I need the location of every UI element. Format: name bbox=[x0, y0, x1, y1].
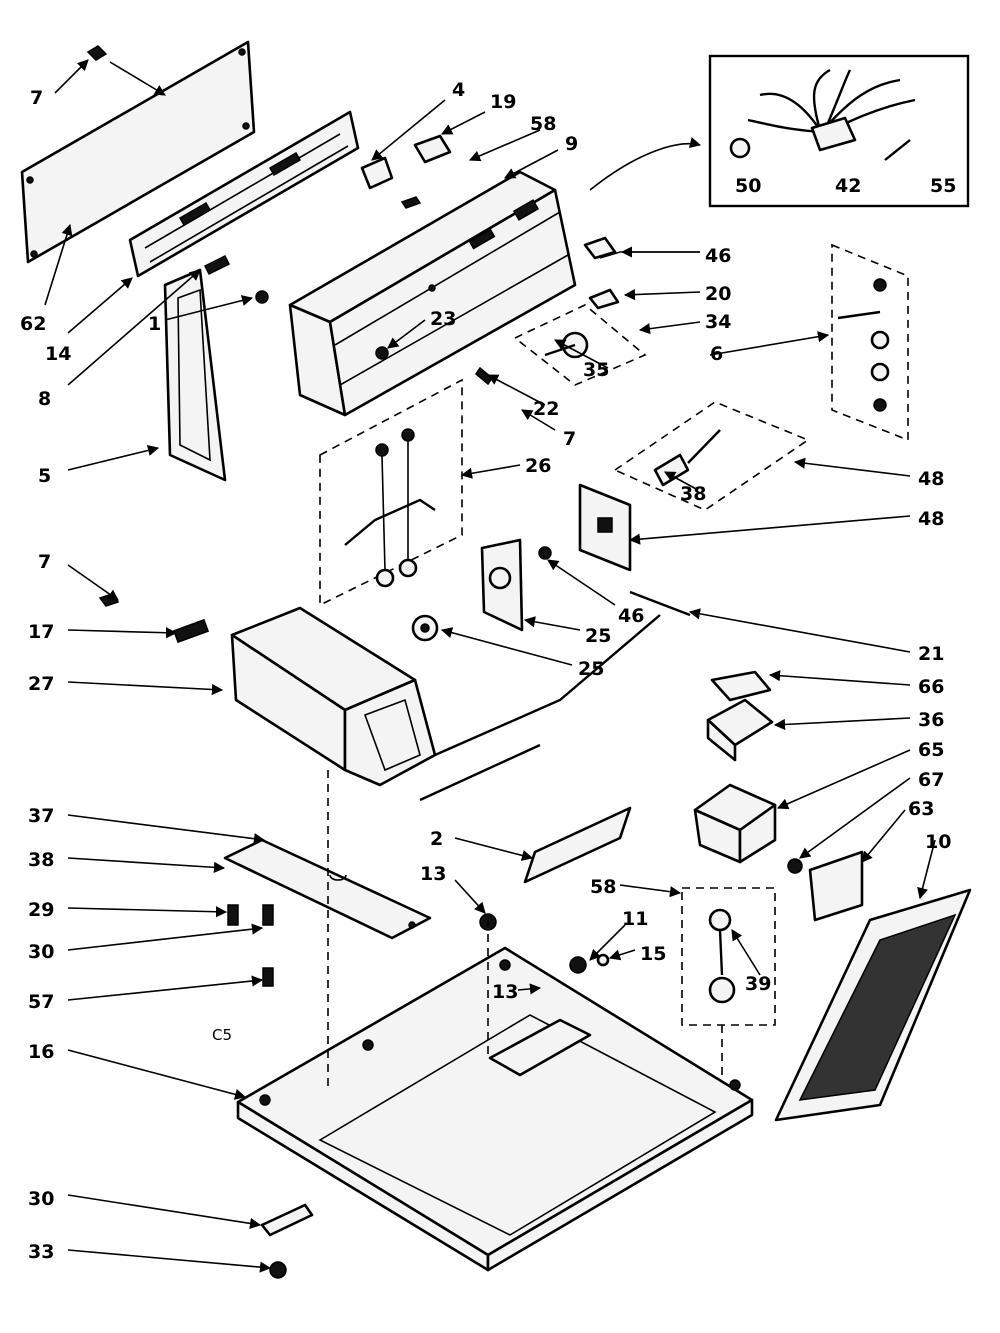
lint-housing bbox=[230, 606, 661, 802]
callout-30-b: 33 bbox=[28, 1241, 54, 1263]
screw-15 bbox=[596, 953, 610, 967]
callout-26: 27 bbox=[28, 673, 54, 695]
callout-6: 5 bbox=[38, 465, 51, 487]
callout-35: 37 bbox=[28, 805, 54, 827]
clip-66 bbox=[710, 670, 772, 702]
terminal-block-group bbox=[831, 243, 909, 442]
rear-panel bbox=[20, 40, 256, 264]
fastener-41 bbox=[538, 546, 552, 560]
callout-7-c: 7 bbox=[38, 551, 51, 573]
callout-46: 48 bbox=[918, 508, 944, 530]
callout-63: 63 bbox=[908, 798, 934, 820]
callout-4: 4 bbox=[452, 79, 465, 101]
callout-labels: 7 62 14 1 8 5 4 19 58 9 23 50 42 55 46 2… bbox=[20, 79, 956, 1263]
callout-9: 9 bbox=[565, 133, 578, 155]
plate-2 bbox=[523, 806, 632, 884]
callout-33: 34 bbox=[705, 311, 731, 333]
plate-63 bbox=[808, 850, 864, 922]
callout-10: 10 bbox=[925, 831, 951, 853]
screw-8 bbox=[203, 254, 231, 276]
control-console bbox=[288, 170, 577, 417]
callout-34: 35 bbox=[583, 359, 609, 381]
callout-48: 50 bbox=[735, 175, 761, 197]
igniter-group bbox=[613, 401, 810, 511]
callout-23: 25 bbox=[585, 625, 611, 647]
callout-50: 55 bbox=[930, 175, 956, 197]
callout-36: 36 bbox=[918, 709, 944, 731]
callout-62: 62 bbox=[20, 313, 46, 335]
timer-assembly bbox=[513, 304, 647, 386]
callout-18: 19 bbox=[490, 91, 516, 113]
callout-7-b: 7 bbox=[563, 428, 576, 450]
callout-57: 58 bbox=[530, 113, 556, 135]
mounting-bracket-46 bbox=[578, 483, 632, 572]
callout-24: 25 bbox=[578, 658, 604, 680]
screw-7-top bbox=[86, 45, 108, 61]
clip-17 bbox=[172, 618, 210, 644]
callout-19: 20 bbox=[705, 283, 731, 305]
clip-29 bbox=[260, 1203, 314, 1237]
callout-5: 6 bbox=[710, 343, 723, 365]
callout-11: 11 bbox=[622, 908, 648, 930]
callout-66: 66 bbox=[918, 676, 944, 698]
callout-58: 58 bbox=[590, 876, 616, 898]
callout-41: 46 bbox=[618, 605, 644, 627]
callout-13: 13 bbox=[492, 981, 518, 1003]
switch-bracket-group bbox=[319, 378, 463, 607]
callout-16: 16 bbox=[28, 1041, 54, 1063]
callout-42: 48 bbox=[918, 468, 944, 490]
control-panel-rail bbox=[128, 110, 360, 278]
callout-37: 38 bbox=[28, 849, 54, 871]
callout-40: 46 bbox=[705, 245, 731, 267]
wiring-harness-inset bbox=[589, 54, 970, 208]
wheel-24 bbox=[411, 614, 439, 642]
callout-14: 14 bbox=[45, 343, 71, 365]
switch-40 bbox=[583, 236, 617, 260]
console-end-cap bbox=[163, 268, 227, 482]
screw-30-bottom bbox=[269, 1261, 287, 1279]
callout-12: 13 bbox=[420, 863, 446, 885]
callout-21: 22 bbox=[533, 398, 559, 420]
callout-7-a: 7 bbox=[30, 87, 43, 109]
clip-1 bbox=[255, 290, 269, 304]
switch-23 bbox=[480, 538, 524, 632]
screw-27 bbox=[227, 904, 239, 926]
rod-20 bbox=[629, 590, 691, 617]
callout-22: 23 bbox=[430, 308, 456, 330]
callout-15: 15 bbox=[640, 943, 666, 965]
callout-30-a: 30 bbox=[28, 941, 54, 963]
callout-38-b: 39 bbox=[745, 973, 771, 995]
diagram-note: C5 bbox=[212, 1026, 232, 1044]
bracket-4 bbox=[360, 156, 394, 190]
knob-18 bbox=[413, 134, 452, 164]
callout-38-a: 38 bbox=[680, 483, 706, 505]
housing-65 bbox=[693, 783, 777, 864]
callout-leaders bbox=[44, 59, 936, 1273]
callout-29: 30 bbox=[28, 1188, 54, 1210]
switch-19 bbox=[588, 288, 620, 310]
dryer-top bbox=[236, 770, 754, 1272]
callout-2: 2 bbox=[430, 828, 443, 850]
callout-67: 67 bbox=[918, 769, 944, 791]
callout-20: 21 bbox=[918, 643, 944, 665]
callout-55: 57 bbox=[28, 991, 54, 1013]
callout-1: 1 bbox=[148, 313, 161, 335]
cover-36 bbox=[706, 698, 774, 762]
screw-7-left bbox=[98, 593, 120, 607]
grommet-11 bbox=[569, 956, 587, 974]
callout-25: 26 bbox=[525, 455, 551, 477]
screw-57 bbox=[400, 196, 422, 209]
callout-8: 8 bbox=[38, 388, 51, 410]
callout-39: 42 bbox=[835, 175, 861, 197]
callout-27: 29 bbox=[28, 899, 54, 921]
front-panel bbox=[774, 888, 972, 1122]
callout-17: 17 bbox=[28, 621, 54, 643]
screw-55 bbox=[262, 967, 274, 987]
valve-group-58 bbox=[681, 887, 776, 1026]
fitting-67 bbox=[787, 858, 803, 874]
callout-65: 65 bbox=[918, 739, 944, 761]
screw-30 bbox=[262, 904, 274, 926]
